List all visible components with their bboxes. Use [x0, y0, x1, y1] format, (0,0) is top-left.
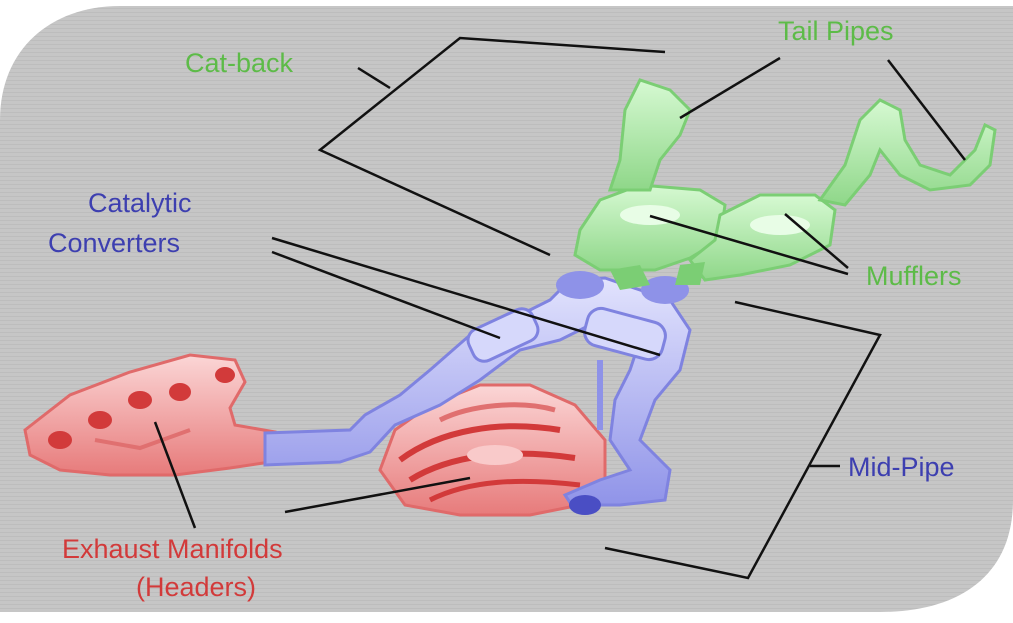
catalytic-label-line1: Catalytic	[88, 188, 192, 218]
cat-back-bracket	[317, 36, 666, 257]
catalytic-label-line2: Converters	[48, 228, 180, 258]
exhaust-manifold-right	[378, 383, 607, 517]
exhaust-manifold-left	[23, 353, 277, 477]
mufflers-label: Mufflers	[866, 261, 962, 291]
mufflers-leader-2	[784, 213, 849, 269]
tail-pipes-label: Tail Pipes	[778, 16, 894, 46]
cat-back-leader	[357, 66, 391, 90]
tail-pipes-leader-1	[679, 56, 781, 120]
mufflers-leader-1	[649, 214, 849, 276]
manifolds-label-line2: (Headers)	[136, 572, 256, 602]
manifolds-leader-1	[153, 421, 197, 529]
mid-pipe-bracket	[604, 300, 882, 580]
manifolds-leader-2	[284, 476, 471, 514]
leader-lines	[153, 36, 966, 580]
catalytic-leader-1	[271, 236, 661, 357]
mid-pipe-label: Mid-Pipe	[848, 452, 955, 482]
manifolds-label-line1: Exhaust Manifolds	[62, 534, 283, 564]
tail-pipes-leader-2	[887, 59, 966, 161]
cat-back-label: Cat-back	[185, 48, 294, 78]
mid-pipe-assembly	[263, 271, 692, 515]
catalytic-leader-2	[271, 250, 501, 340]
